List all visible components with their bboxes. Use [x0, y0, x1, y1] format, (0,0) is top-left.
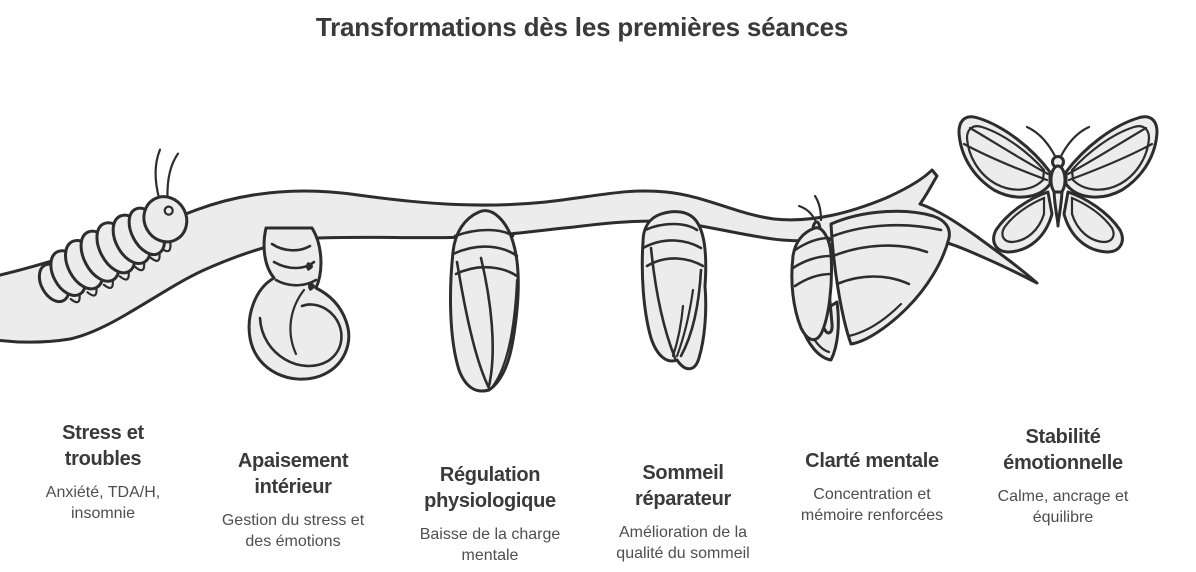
stage-description: Gestion du stress et des émotions — [221, 512, 365, 551]
emerging-butterfly-icon — [790, 194, 951, 362]
stage-label-regulation-physiologique: Régulation physiologique Baisse de la ch… — [408, 462, 572, 566]
stage-label-stabilite-emotionnelle: Stabilité émotionnelle Calme, ancrage et… — [988, 424, 1138, 528]
stage-heading: Régulation physiologique — [424, 464, 556, 512]
stage-label-sommeil-reparateur: Sommeil réparateur Amélioration de la qu… — [613, 460, 753, 564]
late-chrysalis-icon — [640, 210, 708, 371]
stage-description: Baisse de la charge mentale — [419, 526, 561, 565]
stage-heading: Stabilité émotionnelle — [1003, 426, 1123, 474]
caterpillar-icon — [37, 148, 189, 304]
metamorphosis-illustration — [0, 115, 1159, 393]
stage-label-apaisement-interieur: Apaisement intérieur Gestion du stress e… — [218, 448, 368, 552]
stage-description: Amélioration de la qualité du sommeil — [616, 524, 750, 563]
stage-heading: Sommeil réparateur — [635, 462, 731, 510]
curled-caterpillar-icon — [247, 226, 351, 381]
branch-icon — [0, 168, 1039, 344]
stage-heading: Clarté mentale — [805, 450, 939, 472]
page-title: Transformations dès les premières séance… — [315, 12, 849, 42]
stage-label-clarte-mentale: Clarté mentale Concentration et mémoire … — [787, 448, 957, 526]
stage-heading: Apaisement intérieur — [237, 450, 349, 498]
stage-description: Anxiété, TDA/H, insomnie — [45, 484, 161, 523]
flying-butterfly-icon — [957, 115, 1159, 254]
stage-description: Concentration et mémoire renforcées — [800, 486, 944, 525]
stage-label-stress-et-troubles: Stress et troubles Anxiété, TDA/H, insom… — [38, 420, 168, 524]
stage-heading: Stress et troubles — [62, 422, 144, 470]
early-chrysalis-icon — [449, 209, 520, 393]
stage-description: Calme, ancrage et équilibre — [997, 488, 1129, 527]
